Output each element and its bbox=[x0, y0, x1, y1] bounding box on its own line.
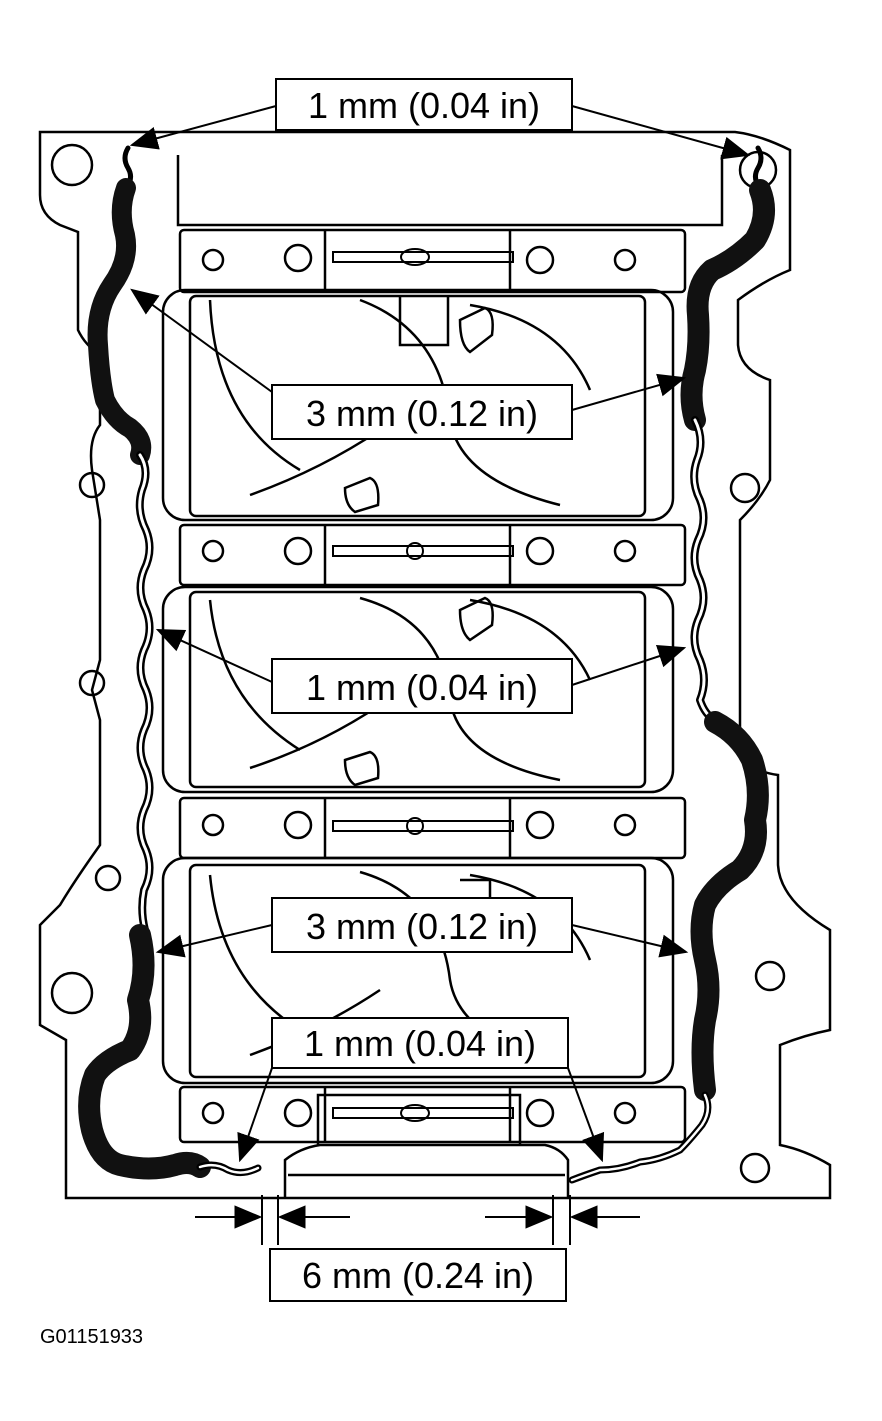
leader-top-left bbox=[129, 105, 277, 150]
leader-upper-mid-right bbox=[571, 373, 687, 411]
oil-slots bbox=[332, 248, 514, 1122]
leader-top-right bbox=[571, 105, 751, 160]
leader-mid-left bbox=[155, 629, 273, 683]
bolt-hole bbox=[613, 813, 637, 837]
leader-lines bbox=[129, 105, 751, 1163]
bolt-hole bbox=[754, 960, 786, 992]
block-perimeter bbox=[38, 130, 832, 1200]
bolt-hole bbox=[50, 971, 94, 1015]
sealant-bead-right bbox=[568, 145, 775, 1184]
gap-dimension bbox=[195, 1195, 640, 1245]
callout-lower-middle: 3 mm (0.12 in) bbox=[271, 897, 573, 953]
bolt-hole bbox=[525, 245, 555, 275]
strap bbox=[178, 1085, 687, 1144]
callout-top-text: 1 mm (0.04 in) bbox=[308, 85, 540, 126]
engine-block-outline bbox=[38, 130, 832, 1200]
leader-bottom-left bbox=[237, 1067, 273, 1163]
figure-code: G01151933 bbox=[40, 1326, 143, 1348]
bolt-hole bbox=[94, 864, 122, 892]
strap bbox=[178, 228, 687, 294]
callout-upper-middle: 3 mm (0.12 in) bbox=[271, 384, 573, 440]
callout-gap-width: 6 mm (0.24 in) bbox=[269, 1248, 567, 1302]
bolt-hole bbox=[283, 536, 313, 566]
bolt-holes bbox=[50, 143, 786, 1184]
callout-top: 1 mm (0.04 in) bbox=[275, 78, 573, 131]
bolt-hole bbox=[613, 1101, 637, 1125]
bolt-hole bbox=[525, 810, 555, 840]
strap bbox=[178, 523, 687, 587]
callout-middle-text: 1 mm (0.04 in) bbox=[306, 667, 538, 708]
bolt-hole bbox=[283, 810, 313, 840]
bore bbox=[161, 856, 675, 1085]
bolt-hole bbox=[525, 1098, 555, 1128]
callout-upper-middle-text: 3 mm (0.12 in) bbox=[306, 393, 538, 434]
bolt-hole bbox=[201, 539, 225, 563]
bolt-hole bbox=[613, 539, 637, 563]
bolt-hole bbox=[201, 248, 225, 272]
bolt-hole bbox=[78, 669, 106, 697]
bolt-hole bbox=[739, 1152, 771, 1184]
rear-seal-housing bbox=[283, 1093, 570, 1198]
leader-mid-right bbox=[571, 644, 687, 686]
top-inner-recess bbox=[176, 155, 724, 227]
bolt-hole bbox=[201, 1101, 225, 1125]
leader-bottom-right bbox=[567, 1067, 605, 1163]
leader-lower-mid-left bbox=[155, 924, 273, 958]
callout-gap-width-text: 6 mm (0.24 in) bbox=[302, 1255, 534, 1296]
strap bbox=[178, 796, 687, 860]
bolt-hole bbox=[729, 472, 761, 504]
bolt-hole bbox=[78, 471, 106, 499]
bore bbox=[161, 585, 675, 794]
callout-bottom-text: 1 mm (0.04 in) bbox=[304, 1023, 536, 1064]
leader-lower-mid-right bbox=[571, 924, 689, 958]
bolt-hole bbox=[613, 248, 637, 272]
bolt-hole bbox=[283, 243, 313, 273]
bolt-hole bbox=[201, 813, 225, 837]
bolt-hole bbox=[525, 536, 555, 566]
leader-upper-mid-left bbox=[130, 288, 273, 393]
callout-middle: 1 mm (0.04 in) bbox=[271, 658, 573, 714]
bolt-hole bbox=[283, 1098, 313, 1128]
bolt-hole bbox=[50, 143, 94, 187]
bore bbox=[161, 288, 675, 522]
callout-lower-middle-text: 3 mm (0.12 in) bbox=[306, 906, 538, 947]
callout-bottom: 1 mm (0.04 in) bbox=[271, 1017, 569, 1069]
sealant-bead-left bbox=[78, 145, 262, 1180]
